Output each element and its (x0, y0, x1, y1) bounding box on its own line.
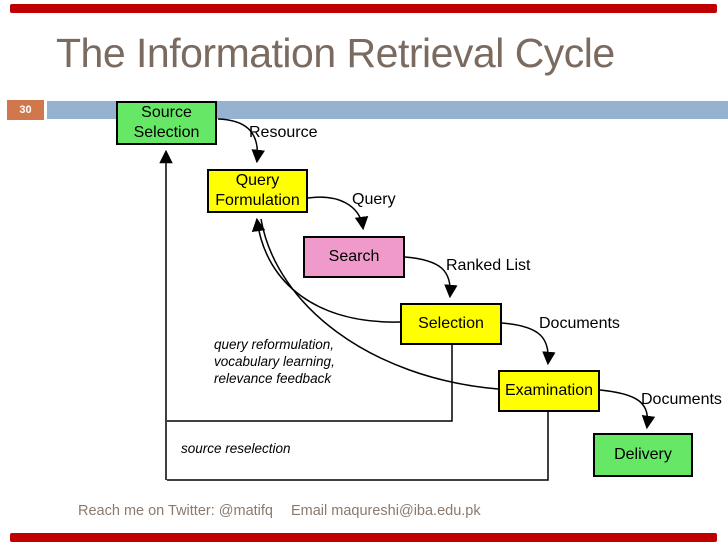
edge-label-documents-selection: Documents (539, 315, 620, 332)
feedback-curve-examination-to-query (260, 218, 499, 390)
node-selection: Selection (400, 303, 502, 345)
edge-resource-arrow (217, 118, 265, 164)
feedback-annotation: query reformulation, vocabulary learning… (214, 336, 335, 387)
node-source-selection: Source Selection (116, 101, 217, 145)
node-source-selection-label-line2: Selection (133, 124, 200, 141)
node-selection-label: Selection (418, 315, 484, 332)
node-delivery: Delivery (593, 433, 693, 477)
node-query-formulation: Query Formulation (207, 169, 308, 213)
node-search-label: Search (328, 248, 380, 265)
node-search: Search (303, 236, 405, 278)
slide-footer: Reach me on Twitter: @matifq Email maqur… (78, 503, 481, 519)
feedback-annotation-line3: relevance feedback (214, 371, 332, 386)
edge-documents-selection-arrow (501, 322, 556, 366)
top-accent-bar (10, 4, 717, 13)
node-source-selection-label-line1: Source (141, 104, 192, 121)
node-examination-label: Examination (504, 382, 594, 399)
slide-number-badge: 30 (7, 100, 44, 120)
edge-label-query: Query (352, 191, 396, 208)
footer-email: Email maqureshi@iba.edu.pk (290, 503, 481, 519)
feedback-annotation-line1: query reformulation, (214, 337, 335, 352)
edge-label-ranked-list: Ranked List (446, 257, 531, 274)
feedback-curve-selection-to-query (251, 217, 401, 323)
node-delivery-label: Delivery (614, 446, 672, 463)
footer-twitter: Reach me on Twitter: @matifq (78, 503, 273, 519)
reselection-annotation: source reselection (181, 441, 291, 456)
node-query-formulation-label-line2: Formulation (215, 192, 300, 209)
reselection-line-from-selection (167, 345, 453, 422)
edge-label-resource: Resource (249, 124, 318, 141)
header-band (47, 101, 728, 119)
node-query-formulation-label-line1: Query (235, 172, 280, 189)
reselection-line-from-examination (167, 412, 549, 481)
node-examination: Examination (498, 370, 600, 412)
feedback-annotation-line2: vocabulary learning, (214, 354, 335, 369)
edge-documents-delivery-arrow (599, 389, 656, 430)
edge-ranked-list-arrow (404, 256, 458, 299)
slide-title: The Information Retrieval Cycle (56, 30, 615, 76)
edge-label-documents-delivery: Documents (641, 391, 722, 408)
bottom-accent-bar (10, 533, 717, 542)
edge-query-arrow (307, 196, 369, 231)
